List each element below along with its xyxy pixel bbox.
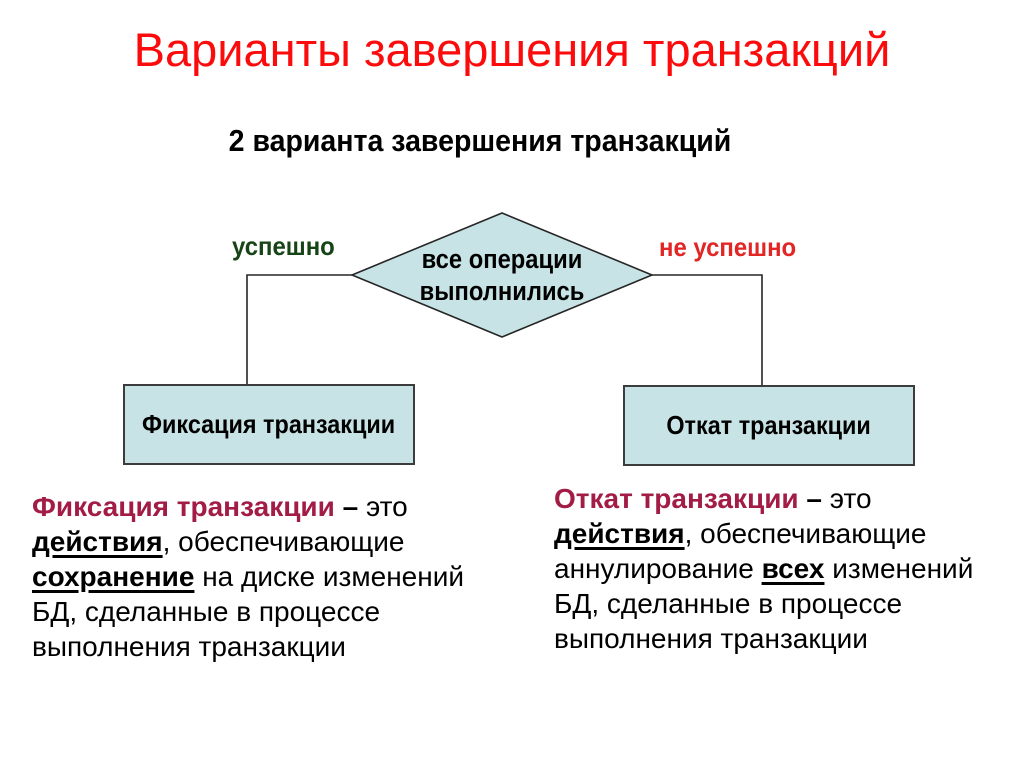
definition-text-segment: БД, сделанные в процессе	[554, 588, 903, 619]
connector-success	[246, 274, 352, 384]
branch-label-success: успешно	[232, 231, 335, 261]
definition-text-segment: это	[829, 483, 872, 514]
definition-text-segment: , обеспечивающие	[162, 526, 405, 557]
decision-label: все операции выполнились	[370, 243, 634, 307]
definition-text-segment: аннулирование	[554, 553, 762, 584]
decision-diamond	[349, 212, 655, 338]
definition-text-segment: БД, сделанные в процессе	[32, 596, 381, 627]
commit-box-label: Фиксация транзакции	[142, 409, 396, 439]
decision-label-line1: все операции	[421, 244, 583, 274]
decision-label-line2: выполнились	[419, 276, 585, 306]
definition-text-segment: изменений	[824, 553, 974, 584]
branch-label-failure: не успешно	[659, 232, 797, 262]
commit-definition: Фиксация транзакции – это действия, обесп…	[32, 489, 532, 664]
slide-subtitle: 2 варианта завершения транзакций	[228, 123, 732, 158]
connector-failure	[652, 274, 763, 385]
definition-text-segment: это	[366, 491, 408, 522]
slide-title: Варианты завершения транзакций	[133, 23, 891, 76]
definition-text-segment: действия	[32, 526, 163, 557]
definition-text-segment: , обеспечивающие	[684, 518, 927, 549]
rollback-box: Откат транзакции	[623, 385, 915, 466]
definition-text-segment: действия	[554, 518, 685, 549]
definition-text-segment: выполнения транзакции	[554, 623, 868, 654]
rollback-box-label: Откат транзакции	[666, 410, 872, 440]
rollback-definition: Откат транзакции – это действия, обеспечи…	[554, 481, 1024, 656]
definition-text-segment: сохранение	[32, 561, 195, 592]
definition-text-segment: Откат транзакции	[554, 483, 799, 514]
definition-text-segment: Фиксация транзакции	[32, 491, 335, 522]
definition-text-segment: всех	[761, 553, 825, 584]
definition-text-segment: –	[334, 491, 366, 522]
commit-box: Фиксация транзакции	[123, 384, 415, 465]
definition-text-segment: –	[798, 483, 830, 514]
definition-text-segment: выполнения транзакции	[32, 631, 346, 662]
definition-text-segment: на диске изменений	[194, 561, 464, 592]
